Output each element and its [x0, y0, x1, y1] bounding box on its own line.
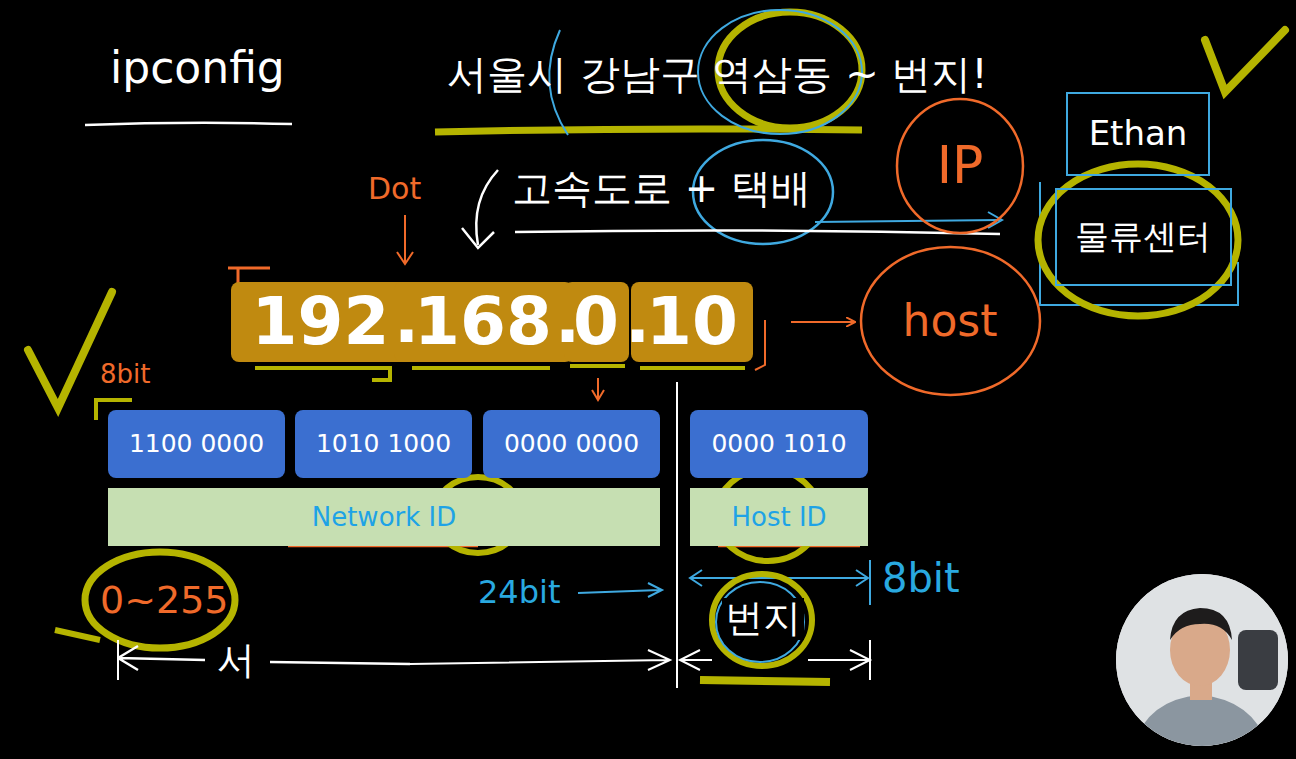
node-text: 1100 0000: [129, 430, 264, 458]
binary-octet: 0000 0000: [483, 410, 660, 478]
host-id-band: Host ID: [690, 488, 868, 546]
highlight-underline: [255, 366, 745, 368]
node-text: 물류센터: [1075, 218, 1211, 255]
host-circle: host: [859, 245, 1042, 397]
node-text: 192: [252, 286, 390, 359]
depot-box: Ethan: [1066, 92, 1210, 176]
ip-circle: IP: [895, 97, 1025, 235]
bracket: [755, 320, 765, 370]
octet-dot: .: [394, 284, 419, 357]
octet-dot: .: [625, 284, 650, 357]
command-label: ipconfig: [110, 44, 285, 92]
arrow-head: [462, 228, 494, 248]
arrow-line: [815, 220, 1000, 222]
bit-label: 8bit: [100, 360, 150, 389]
ip-octet: 192: [231, 282, 410, 362]
highlight-circle: [716, 582, 804, 662]
leader-arrow: [592, 378, 604, 400]
binary-octet: 1100 0000: [108, 410, 285, 478]
bit-bracket: [869, 560, 871, 605]
ip-octet: 168: [394, 282, 573, 362]
divider-line: [676, 382, 678, 688]
node-text: Host ID: [731, 503, 826, 532]
check-mark: [1205, 30, 1285, 92]
depot-box: 물류센터: [1055, 188, 1232, 286]
leader-arrow: [404, 215, 406, 262]
highlight-circle: [1038, 164, 1238, 316]
span-arrow: [410, 650, 670, 670]
bit-label: 24bit: [478, 575, 560, 610]
highlight-underline: [700, 680, 830, 682]
span-note: 번지: [722, 598, 804, 640]
dot-label: Dot: [368, 172, 421, 205]
presenter-photo: [1110, 572, 1296, 759]
bracket: [1040, 182, 1238, 305]
octet-dot: .: [555, 284, 580, 357]
node-text: 168: [414, 286, 552, 359]
node-text: Ethan: [1089, 115, 1188, 152]
bracket: [372, 366, 390, 380]
analogy-note: 고속도로 + 택배: [512, 166, 811, 210]
bit-arrow: [578, 583, 662, 597]
node-text: 10: [646, 286, 738, 359]
span-note: 서: [214, 640, 258, 682]
underline: [85, 123, 292, 125]
node-text: 0000 0000: [504, 430, 639, 458]
curved-arrow: [476, 170, 498, 245]
address-note: 서울시 강남구 역삼동 ~ 번지!: [447, 52, 987, 96]
connector-arrow: [791, 321, 855, 323]
check-mark: [28, 292, 112, 408]
arrow-head: [397, 252, 413, 264]
span-arrow: [118, 646, 410, 670]
node-text: 1010 1000: [316, 430, 451, 458]
highlight-stroke: [55, 630, 100, 640]
bit-label: 8bit: [882, 556, 960, 600]
node-text: host: [903, 297, 998, 345]
network-id-band: Network ID: [108, 488, 660, 546]
underline: [515, 230, 1000, 234]
node-text: IP: [937, 137, 984, 194]
binary-octet: 1010 1000: [295, 410, 472, 478]
highlight-circle: [85, 552, 235, 648]
binary-octet: 0000 1010: [690, 410, 868, 478]
range-label: 0~255: [100, 580, 229, 622]
node-text: Network ID: [312, 503, 457, 532]
highlight-circle: [712, 574, 812, 666]
node-text: 0000 1010: [711, 430, 846, 458]
